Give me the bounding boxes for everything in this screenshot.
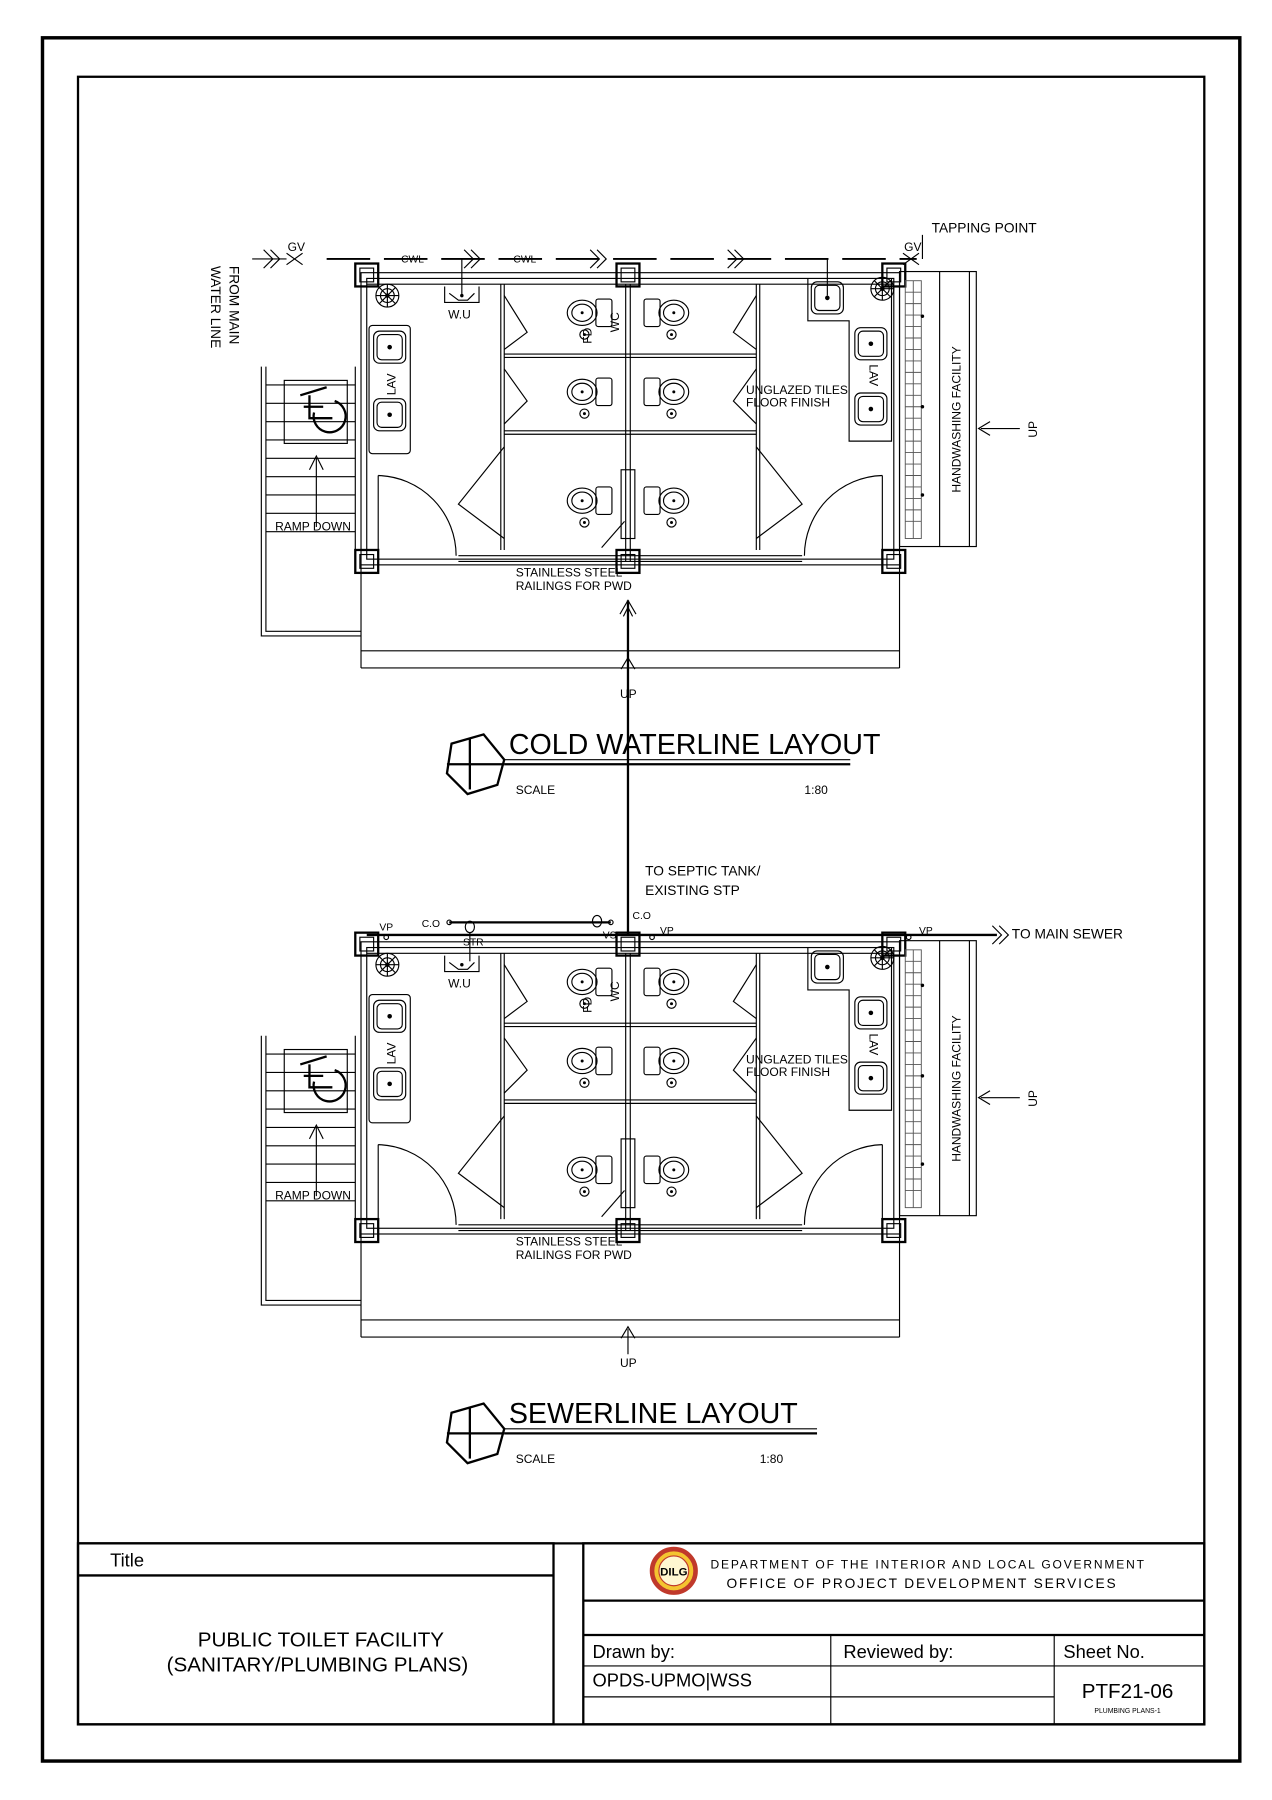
label-co-1: C.O	[422, 919, 440, 930]
agency-line-1: DEPARTMENT OF THE INTERIOR AND LOCAL GOV…	[710, 1558, 1145, 1572]
label-cwl-2: CWL	[513, 254, 536, 265]
label-tiles-1: UNGLAZED TILES	[746, 383, 848, 397]
label-vp-3: VP	[919, 926, 933, 937]
label-from-main-2: WATER LINE	[208, 266, 223, 348]
label-to-main-sewer: TO MAIN SEWER	[1012, 926, 1123, 941]
drawn-by-value: OPDS-UPMO|WSS	[592, 1670, 752, 1691]
plan-title: COLD WATERLINE LAYOUT	[509, 729, 881, 761]
plan-title: SEWERLINE LAYOUT	[509, 1398, 798, 1430]
label-handwashing: HANDWASHING FACILITY	[949, 346, 963, 492]
label-railings-1: STAINLESS STEEL	[516, 565, 623, 579]
project-title-1: PUBLIC TOILET FACILITY	[198, 1628, 445, 1651]
sheet-no-label: Sheet No.	[1063, 1641, 1145, 1662]
label-ramp-down: RAMP DOWN	[275, 1189, 351, 1203]
label-tiles-2: FLOOR FINISH	[746, 1065, 830, 1079]
label-from-main-1: FROM MAIN	[226, 266, 241, 345]
label-wc: WC	[608, 981, 622, 1001]
agency-line-2: OFFICE OF PROJECT DEVELOPMENT SERVICES	[727, 1576, 1118, 1591]
scale-label: SCALE	[516, 1452, 555, 1466]
label-tiles-1: UNGLAZED TILES	[746, 1052, 848, 1066]
scale-value: 1:80	[804, 783, 828, 797]
label-septic-1: TO SEPTIC TANK/	[645, 863, 760, 878]
sheet-no-value: PTF21-06	[1082, 1680, 1174, 1703]
label-up-bottom: UP	[620, 1356, 637, 1370]
label-co-2: C.O	[633, 911, 651, 922]
label-up-right: UP	[1026, 1090, 1040, 1107]
title-block: Title PUBLIC TOILET FACILITY (SANITARY/P…	[76, 1542, 1206, 1726]
label-fd: FD	[580, 327, 594, 343]
label-lav-right: LAV	[867, 364, 881, 386]
inner-border	[76, 75, 1206, 1726]
project-title-2: (SANITARY/PLUMBING PLANS)	[167, 1654, 469, 1677]
cold-waterline-plan: GV GV CWL CWL TAPPING POINT FROM MAIN WA…	[208, 221, 1040, 797]
label-wu: W.U	[448, 308, 471, 322]
outer-border	[40, 36, 1242, 1763]
dilg-logo: DILG	[649, 1546, 698, 1595]
label-tapping-point: TAPPING POINT	[932, 221, 1038, 236]
svg-text:DILG: DILG	[660, 1566, 687, 1578]
label-vs: VS	[603, 930, 617, 941]
scale-label: SCALE	[516, 783, 555, 797]
label-vp-1: VP	[379, 922, 393, 933]
scale-value: 1:80	[760, 1452, 784, 1466]
label-fd: FD	[580, 997, 594, 1013]
label-str: STR	[463, 937, 484, 948]
label-railings-2: RAILINGS FOR PWD	[516, 1248, 632, 1262]
label-lav-left: LAV	[384, 373, 398, 395]
reviewed-by-label: Reviewed by:	[843, 1641, 953, 1662]
title-label: Title	[110, 1549, 144, 1570]
label-gv-right: GV	[904, 240, 921, 254]
label-tiles-2: FLOOR FINISH	[746, 396, 830, 410]
label-up-right: UP	[1026, 421, 1040, 438]
drawn-by-label: Drawn by:	[592, 1641, 675, 1662]
label-cwl-1: CWL	[401, 254, 424, 265]
label-railings-1: STAINLESS STEEL	[516, 1234, 623, 1248]
label-gv-left: GV	[288, 240, 305, 254]
label-septic-2: EXISTING STP	[645, 883, 740, 898]
sheet-sub: PLUMBING PLANS-1	[1094, 1708, 1161, 1715]
label-ramp-down: RAMP DOWN	[275, 519, 351, 533]
label-wu: W.U	[448, 977, 471, 991]
label-wc: WC	[608, 312, 622, 332]
label-railings-2: RAILINGS FOR PWD	[516, 579, 632, 593]
label-handwashing: HANDWASHING FACILITY	[949, 1015, 963, 1161]
label-vp-2: VP	[660, 926, 674, 937]
sewerline-plan: TO SEPTIC TANK/ EXISTING STP VP VP VP C.…	[261, 599, 1123, 1466]
label-lav-right: LAV	[867, 1033, 881, 1055]
label-lav-left: LAV	[384, 1043, 398, 1065]
